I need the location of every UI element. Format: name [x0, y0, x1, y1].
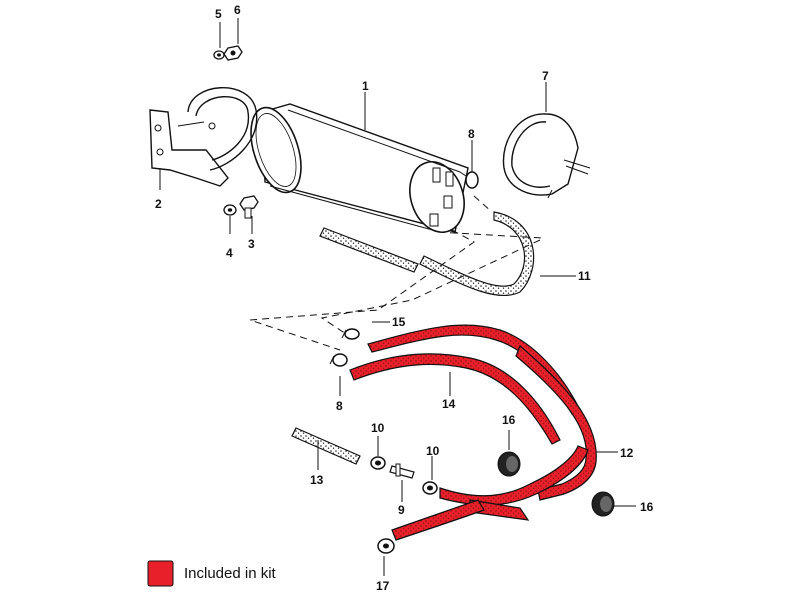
callout-part-12: 12 — [620, 446, 634, 460]
callout-part-17: 17 — [376, 579, 390, 593]
callout-part-15: 15 — [392, 315, 406, 329]
clamp-part-17 — [377, 538, 395, 554]
clamp-part-15 — [341, 328, 360, 340]
callout-part-5: 5 — [215, 7, 222, 21]
hose-part-11 — [319, 211, 535, 297]
canister-part-1 — [250, 103, 469, 233]
callout-part-10-right: 10 — [426, 444, 440, 458]
legend-label: Included in kit — [184, 565, 277, 582]
callout-part-6: 6 — [234, 3, 241, 17]
connector-part-9 — [389, 463, 415, 479]
callout-part-16-lower: 16 — [640, 500, 654, 514]
bracket-part-2 — [149, 87, 258, 187]
callout-part-8-lower: 8 — [336, 399, 343, 413]
callout-part-9: 9 — [398, 503, 405, 517]
legend-swatch — [147, 560, 174, 587]
hose-part-12 — [439, 345, 597, 521]
clamp-part-10-right — [422, 481, 438, 495]
clamp-part-8-lower — [329, 353, 348, 367]
grommet-part-16-upper — [497, 451, 521, 477]
callout-part-3: 3 — [248, 237, 255, 251]
leader-lines — [159, 18, 636, 576]
legend: Included in kit — [147, 560, 277, 587]
nut-part-6 — [223, 45, 243, 61]
washer-part-5 — [213, 50, 225, 60]
callout-part-2: 2 — [155, 197, 162, 211]
strap-part-7 — [502, 113, 591, 199]
bolt-part-3 — [239, 195, 259, 219]
callout-part-16-upper: 16 — [502, 413, 516, 427]
hose-lower-kit — [391, 499, 485, 541]
callout-part-11: 11 — [578, 269, 591, 283]
callout-part-13: 13 — [310, 473, 324, 487]
callout-part-14: 14 — [442, 397, 456, 411]
hose-part-14 — [349, 324, 581, 445]
tube-part-13 — [291, 427, 361, 465]
callout-part-7: 7 — [542, 69, 549, 83]
assembly-lines — [249, 195, 543, 351]
grommet-part-16-lower — [591, 491, 615, 517]
clamp-part-10-left — [370, 456, 386, 470]
washer-part-4 — [223, 204, 237, 216]
callout-part-10-left: 10 — [371, 421, 385, 435]
callout-part-4: 4 — [226, 246, 233, 260]
callout-part-8-upper: 8 — [468, 127, 475, 141]
callout-part-1: 1 — [362, 79, 369, 93]
